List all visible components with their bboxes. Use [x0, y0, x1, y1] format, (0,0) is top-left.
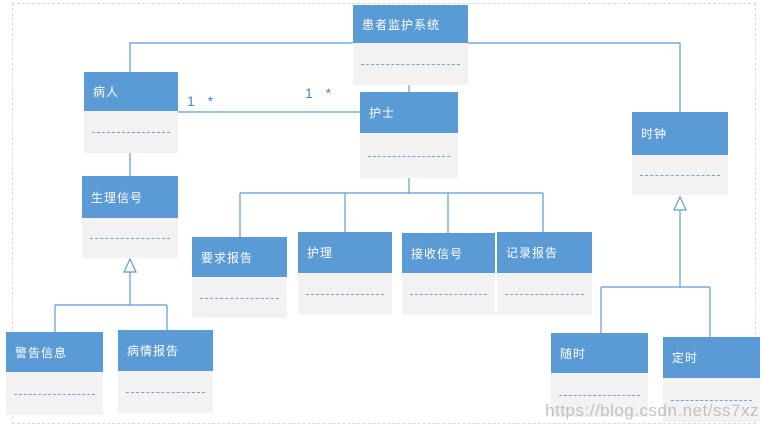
attribute-divider [126, 392, 205, 393]
class-title-anytime: 随时 [551, 333, 648, 373]
class-body-nursing [298, 273, 392, 314]
class-body-patient [84, 111, 178, 153]
class-box-anytime[interactable]: 随时 [551, 333, 648, 417]
class-title-receive-signal: 接收信号 [402, 233, 495, 273]
attribute-divider [90, 238, 170, 239]
class-title-clock: 时钟 [632, 112, 728, 155]
connector-nurse-children [239, 178, 544, 237]
attribute-divider [200, 297, 279, 299]
class-title-timed: 定时 [663, 337, 760, 378]
class-title-warning-info: 警告信息 [6, 332, 103, 372]
class-box-record-report[interactable]: 记录报告 [497, 232, 592, 315]
class-box-receive-signal[interactable]: 接收信号 [402, 233, 495, 315]
class-body-anytime [551, 373, 648, 417]
page-boundary [12, 3, 756, 424]
class-title-record-report: 记录报告 [497, 232, 592, 273]
class-title-condition-report: 病情报告 [118, 330, 213, 371]
class-title-patient: 病人 [84, 72, 178, 111]
attribute-divider [361, 64, 460, 65]
attribute-divider [14, 393, 95, 395]
class-body-clock [632, 155, 728, 195]
attribute-divider [368, 155, 450, 157]
class-body-request-report [192, 277, 287, 318]
class-title-nurse: 护士 [360, 92, 458, 133]
class-body-warning-info [6, 372, 103, 415]
multiplicity-label-left: 1 * [187, 93, 214, 109]
class-title-system: 患者监护系统 [353, 5, 468, 43]
class-box-physio-signal[interactable]: 生理信号 [82, 176, 178, 258]
class-box-timed[interactable]: 定时 [663, 337, 760, 422]
class-box-condition-report[interactable]: 病情报告 [118, 330, 213, 413]
attribute-divider [559, 395, 640, 396]
class-box-nurse[interactable]: 护士 [360, 92, 458, 178]
class-box-clock[interactable]: 时钟 [632, 112, 728, 195]
class-body-nurse [360, 133, 458, 178]
attribute-divider [306, 293, 384, 295]
class-body-record-report [497, 273, 592, 315]
class-body-receive-signal [402, 273, 495, 315]
attribute-divider [410, 294, 487, 295]
generalization-arrow-clock [673, 195, 687, 211]
connector-clock-children [600, 210, 711, 337]
connector-system-clock [468, 42, 681, 112]
class-box-request-report[interactable]: 要求报告 [192, 237, 287, 318]
class-box-system[interactable]: 患者监护系统 [353, 5, 468, 85]
generalization-arrow-physio [123, 257, 137, 273]
connector-physio-children [54, 272, 168, 332]
class-box-patient[interactable]: 病人 [84, 72, 178, 153]
class-body-system [353, 43, 468, 85]
class-title-request-report: 要求报告 [192, 237, 287, 277]
class-title-nursing: 护理 [298, 232, 392, 273]
attribute-divider [505, 294, 584, 295]
class-body-timed [663, 378, 760, 422]
class-body-condition-report [118, 371, 213, 413]
class-body-physio-signal [82, 218, 178, 258]
multiplicity-label-right: 1 * [305, 85, 332, 101]
attribute-divider [92, 132, 170, 133]
connector-system-patient [129, 42, 353, 72]
attribute-divider [640, 175, 720, 176]
class-box-nursing[interactable]: 护理 [298, 232, 392, 314]
class-box-warning-info[interactable]: 警告信息 [6, 332, 103, 415]
attribute-divider [671, 400, 752, 401]
class-title-physio-signal: 生理信号 [82, 176, 178, 218]
